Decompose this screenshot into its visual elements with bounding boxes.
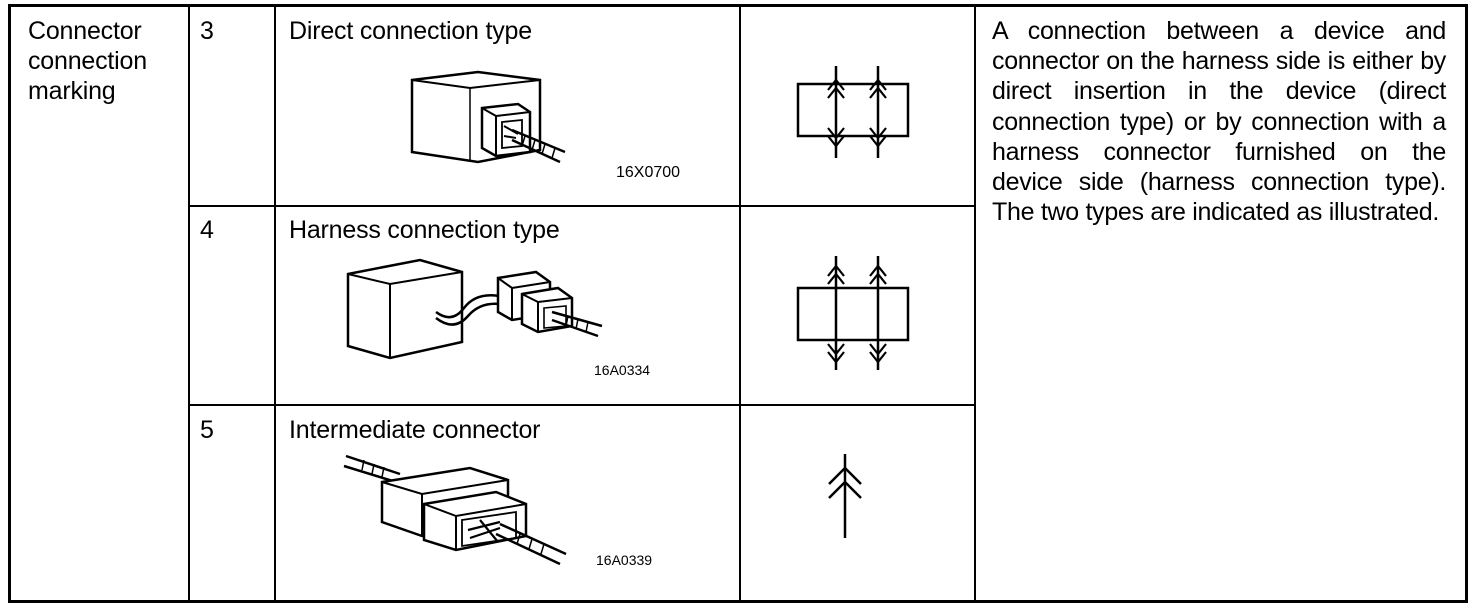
column-divider-1 [188,4,190,603]
category-label-line-1: Connector [28,17,142,45]
column-divider-4 [974,4,976,603]
column-divider-2 [274,4,276,603]
table-border-right [1465,4,1468,603]
row-number: 4 [200,216,214,244]
row-title: Direct connection type [289,17,532,45]
row-divider-2 [188,404,976,406]
table-border-top [8,4,1468,7]
table-border-left [8,4,11,603]
column-divider-3 [739,4,741,603]
image-code: 16X0700 [616,164,681,181]
row-title: Intermediate connector [289,416,541,444]
description-text: A connection between a device and connec… [992,17,1446,227]
category-label: Connector connection marking [28,16,147,106]
category-label-line-2: connection [28,47,147,75]
row-divider-1 [188,205,976,207]
intermediate-connector-symbol-icon [828,454,862,538]
direct-connection-symbol-icon [796,66,910,158]
category-label-line-3: marking [28,77,116,105]
row-number: 5 [200,416,214,444]
direct-connection-illustration [410,70,566,164]
row-title: Harness connection type [289,216,560,244]
image-code: 16A0339 [596,552,653,568]
row-number: 3 [200,17,214,45]
image-code: 16A0334 [594,362,651,378]
harness-connection-illustration [346,258,603,360]
intermediate-connector-illustration [343,454,567,566]
harness-connection-symbol-icon [796,256,910,370]
table-border-bottom [8,600,1468,603]
